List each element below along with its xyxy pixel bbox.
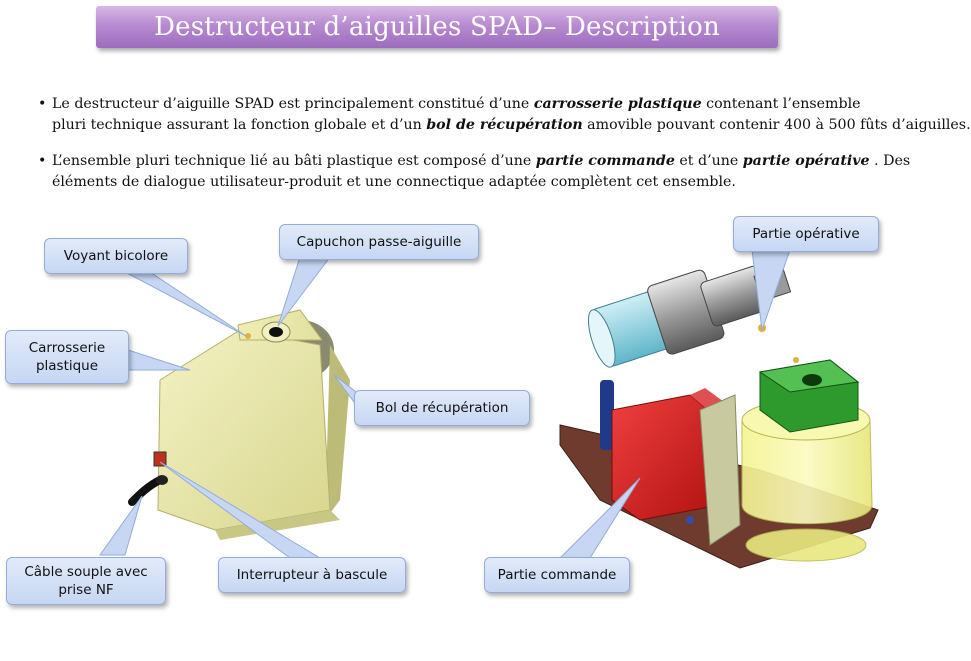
paragraph-2: •L’ensemble pluri technique lié au bâti … [38, 151, 910, 193]
spad-casing-illustration [128, 309, 350, 540]
title-bar: Destructeur d’aiguilles SPAD– Descriptio… [96, 6, 778, 48]
paragraph-1-line-1: •Le destructeur d’aiguille SPAD est prin… [38, 94, 971, 115]
callout-interrupteur-a-bascule: Interrupteur à bascule [218, 557, 406, 593]
callout-cable-souple: Câble souple avec prise NF [6, 557, 166, 605]
bullet-icon: • [38, 96, 47, 112]
callout-bol-de-recuperation: Bol de récupération [354, 390, 530, 426]
callout-voyant-bicolore: Voyant bicolore [44, 238, 188, 274]
paragraph-2-line-1: •L’ensemble pluri technique lié au bâti … [38, 151, 910, 172]
callout-partie-operative: Partie opérative [733, 216, 879, 252]
page-title: Destructeur d’aiguilles SPAD– Descriptio… [154, 12, 720, 42]
paragraph-2-line-2: éléments de dialogue utilisateur-produit… [52, 174, 736, 190]
bullet-icon: • [38, 153, 47, 169]
callout-capuchon-passe-aiguille: Capuchon passe-aiguille [279, 224, 479, 260]
callout-pointers [99, 249, 791, 559]
paragraph-1-line-2: pluri technique assurant la fonction glo… [52, 117, 971, 133]
callout-carrosserie-plastique: Carrosserie plastique [5, 330, 129, 384]
illustrations [99, 249, 879, 569]
paragraph-1: •Le destructeur d’aiguille SPAD est prin… [38, 94, 971, 136]
spad-internals-illustration [559, 265, 879, 569]
callout-partie-commande: Partie commande [484, 557, 630, 593]
